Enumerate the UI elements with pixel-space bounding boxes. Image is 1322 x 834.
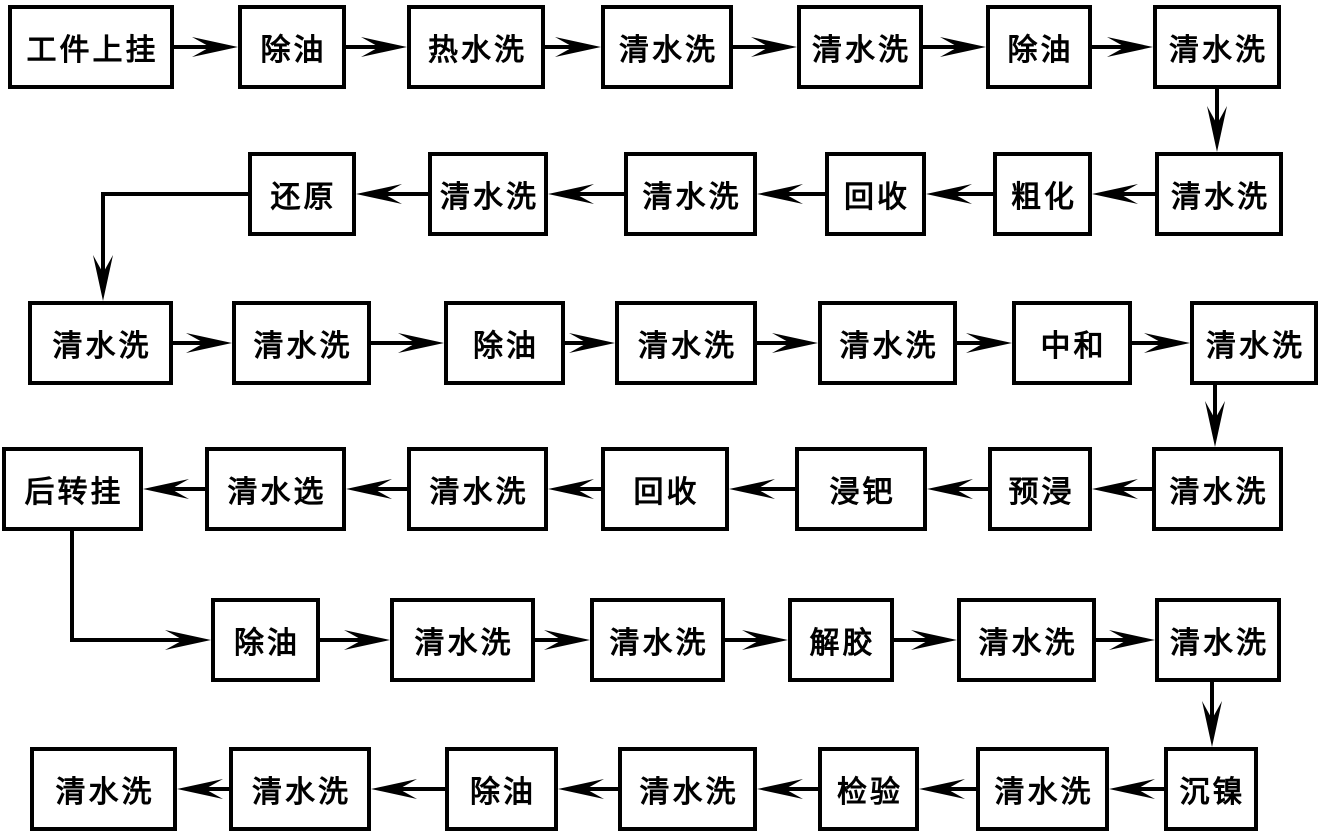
flow-node: 清水洗: [976, 747, 1109, 831]
flow-node: 回收: [825, 152, 926, 236]
flow-node: 清水洗: [1153, 5, 1281, 89]
flow-node: 还原: [248, 152, 356, 236]
flow-node: 清水洗: [601, 5, 733, 89]
flow-node: 清水洗: [957, 598, 1096, 682]
flow-node: 清水洗: [28, 301, 173, 385]
flow-node: 工件上挂: [8, 5, 174, 89]
flow-node: 除油: [445, 747, 558, 831]
flow-node: 除油: [211, 598, 320, 682]
flow-node: 沉镍: [1164, 747, 1258, 831]
flow-node: 除油: [986, 5, 1092, 89]
flow-node: 清水洗: [1155, 152, 1283, 236]
flow-node: 浸钯: [795, 447, 927, 531]
flow-node: 清水洗: [390, 598, 535, 682]
flow-node: 清水洗: [428, 152, 548, 236]
flow-node: 清水洗: [407, 447, 548, 531]
flow-node: 清水洗: [232, 301, 371, 385]
flow-node: 清水洗: [624, 152, 757, 236]
flow-node: 清水洗: [30, 747, 177, 831]
flow-node: 清水洗: [1152, 447, 1283, 531]
flow-node: 清水洗: [590, 598, 725, 682]
flow-node: 检验: [818, 747, 919, 831]
flow-node: 清水选: [205, 447, 346, 531]
flow-node: 预浸: [988, 447, 1092, 531]
flow-node: 清水洗: [797, 5, 923, 89]
flow-node: 清水洗: [229, 747, 371, 831]
flow-node: 清水洗: [818, 301, 957, 385]
flow-node: 解胶: [788, 598, 894, 682]
flow-node: 清水洗: [1190, 301, 1318, 385]
flow-node: 清水洗: [615, 301, 757, 385]
flow-node: 热水洗: [407, 5, 545, 89]
flow-node: 后转挂: [2, 447, 143, 531]
flow-node: 中和: [1012, 301, 1132, 385]
flow-node: 除油: [238, 5, 346, 89]
flow-node: 清水洗: [618, 747, 757, 831]
flow-node: 粗化: [993, 152, 1092, 236]
flow-node: 清水洗: [1155, 598, 1281, 682]
flow-node: 除油: [444, 301, 565, 385]
flow-node: 回收: [601, 447, 729, 531]
